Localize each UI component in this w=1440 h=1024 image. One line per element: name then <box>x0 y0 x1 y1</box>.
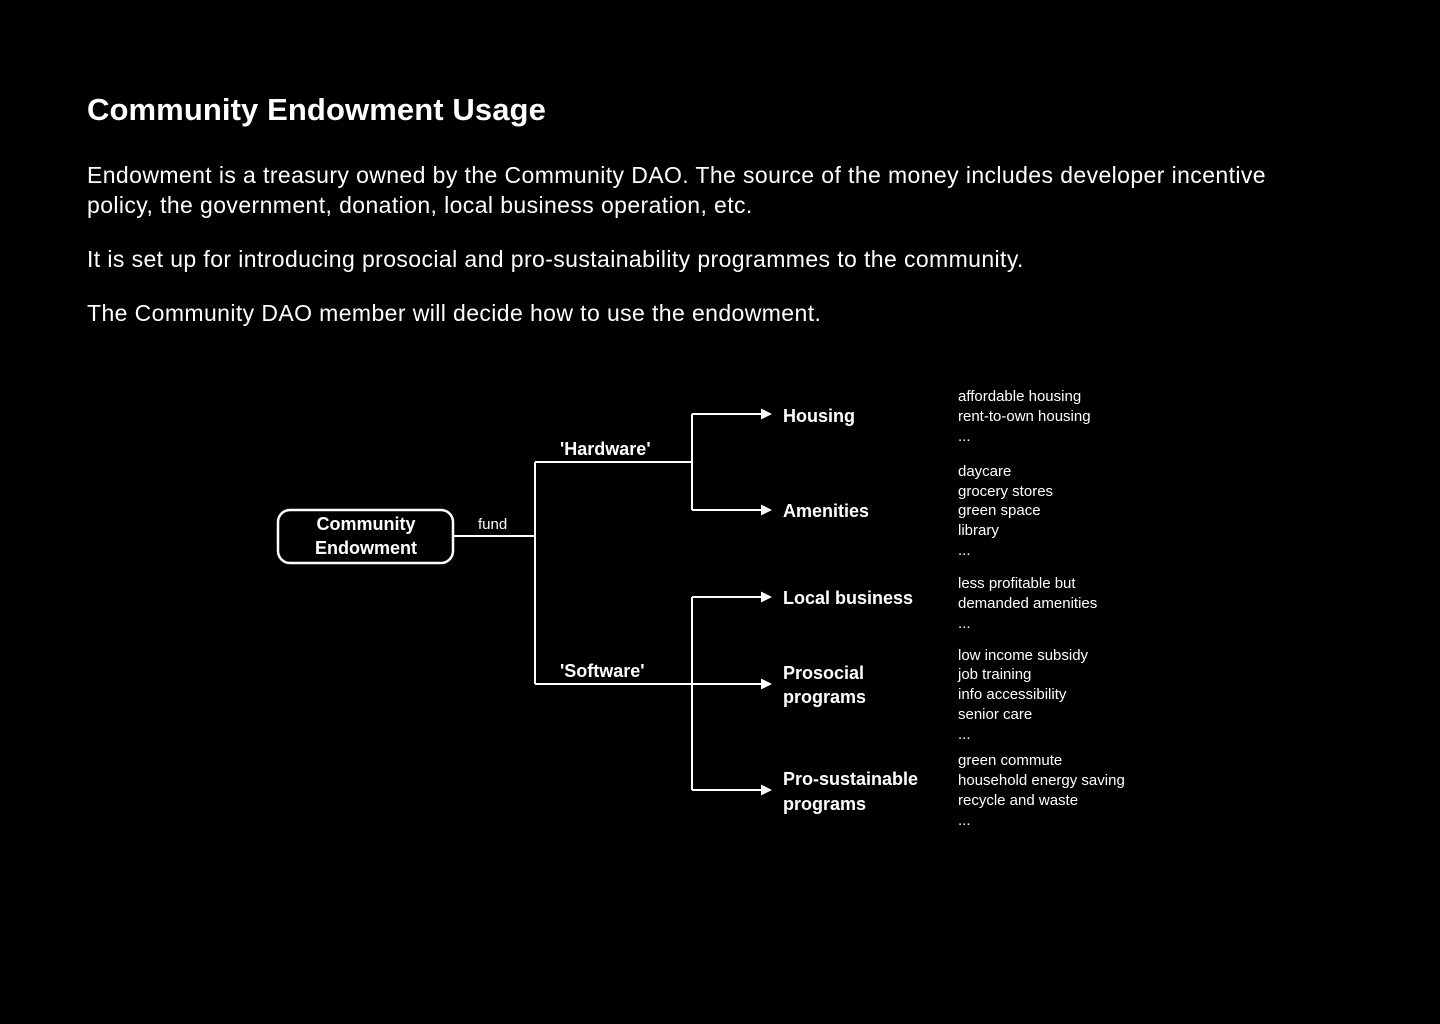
prosocial-arrowhead <box>761 678 772 690</box>
pro-sustainable-example: household energy saving <box>958 772 1125 789</box>
root-node-label-line-2: Endowment <box>315 538 417 558</box>
prosocial-example: ... <box>958 726 971 743</box>
pro-sustainable-example: recycle and waste <box>958 792 1078 809</box>
amenities-example: grocery stores <box>958 483 1053 500</box>
governance-paragraph: The Community DAO member will decide how… <box>87 300 822 326</box>
pro-sustainable-arrowhead <box>761 784 772 796</box>
housing-example: affordable housing <box>958 388 1081 405</box>
amenities-arrowhead <box>761 504 772 516</box>
branch-label-software: 'Software' <box>560 661 645 681</box>
category-prosocial-line-2: programs <box>783 687 866 707</box>
local-business-example: ... <box>958 615 971 632</box>
pro-sustainable-example: green commute <box>958 752 1062 769</box>
housing-example: rent-to-own housing <box>958 408 1091 425</box>
housing-arrowhead <box>761 408 772 420</box>
amenities-example: ... <box>958 542 971 559</box>
housing-example: ... <box>958 428 971 445</box>
category-prosocial-line-1: Prosocial <box>783 663 864 683</box>
local-business-example: less profitable but <box>958 575 1076 592</box>
fund-label: fund <box>478 516 507 533</box>
category-pro-sustainable-line-2: programs <box>783 794 866 814</box>
root-node-label-line-1: Community <box>317 514 416 534</box>
prosocial-example: info accessibility <box>958 686 1067 703</box>
category-local-business: Local business <box>783 588 913 608</box>
local-business-example: demanded amenities <box>958 595 1097 612</box>
prosocial-example: low income subsidy <box>958 647 1089 664</box>
intro-paragraph: Endowment is a treasury owned by the Com… <box>87 162 1266 218</box>
category-pro-sustainable-line-1: Pro-sustainable <box>783 769 918 789</box>
prosocial-example: job training <box>957 666 1031 683</box>
pro-sustainable-example: ... <box>958 812 971 829</box>
page-title: Community Endowment Usage <box>87 92 546 127</box>
amenities-example: library <box>958 522 999 539</box>
category-housing: Housing <box>783 406 855 426</box>
local-business-arrowhead <box>761 591 772 603</box>
amenities-example: green space <box>958 502 1041 519</box>
prosocial-example: senior care <box>958 706 1032 723</box>
amenities-example: daycare <box>958 463 1011 480</box>
purpose-paragraph: It is set up for introducing prosocial a… <box>87 246 1024 272</box>
category-amenities: Amenities <box>783 501 869 521</box>
branch-label-hardware: 'Hardware' <box>560 439 651 459</box>
